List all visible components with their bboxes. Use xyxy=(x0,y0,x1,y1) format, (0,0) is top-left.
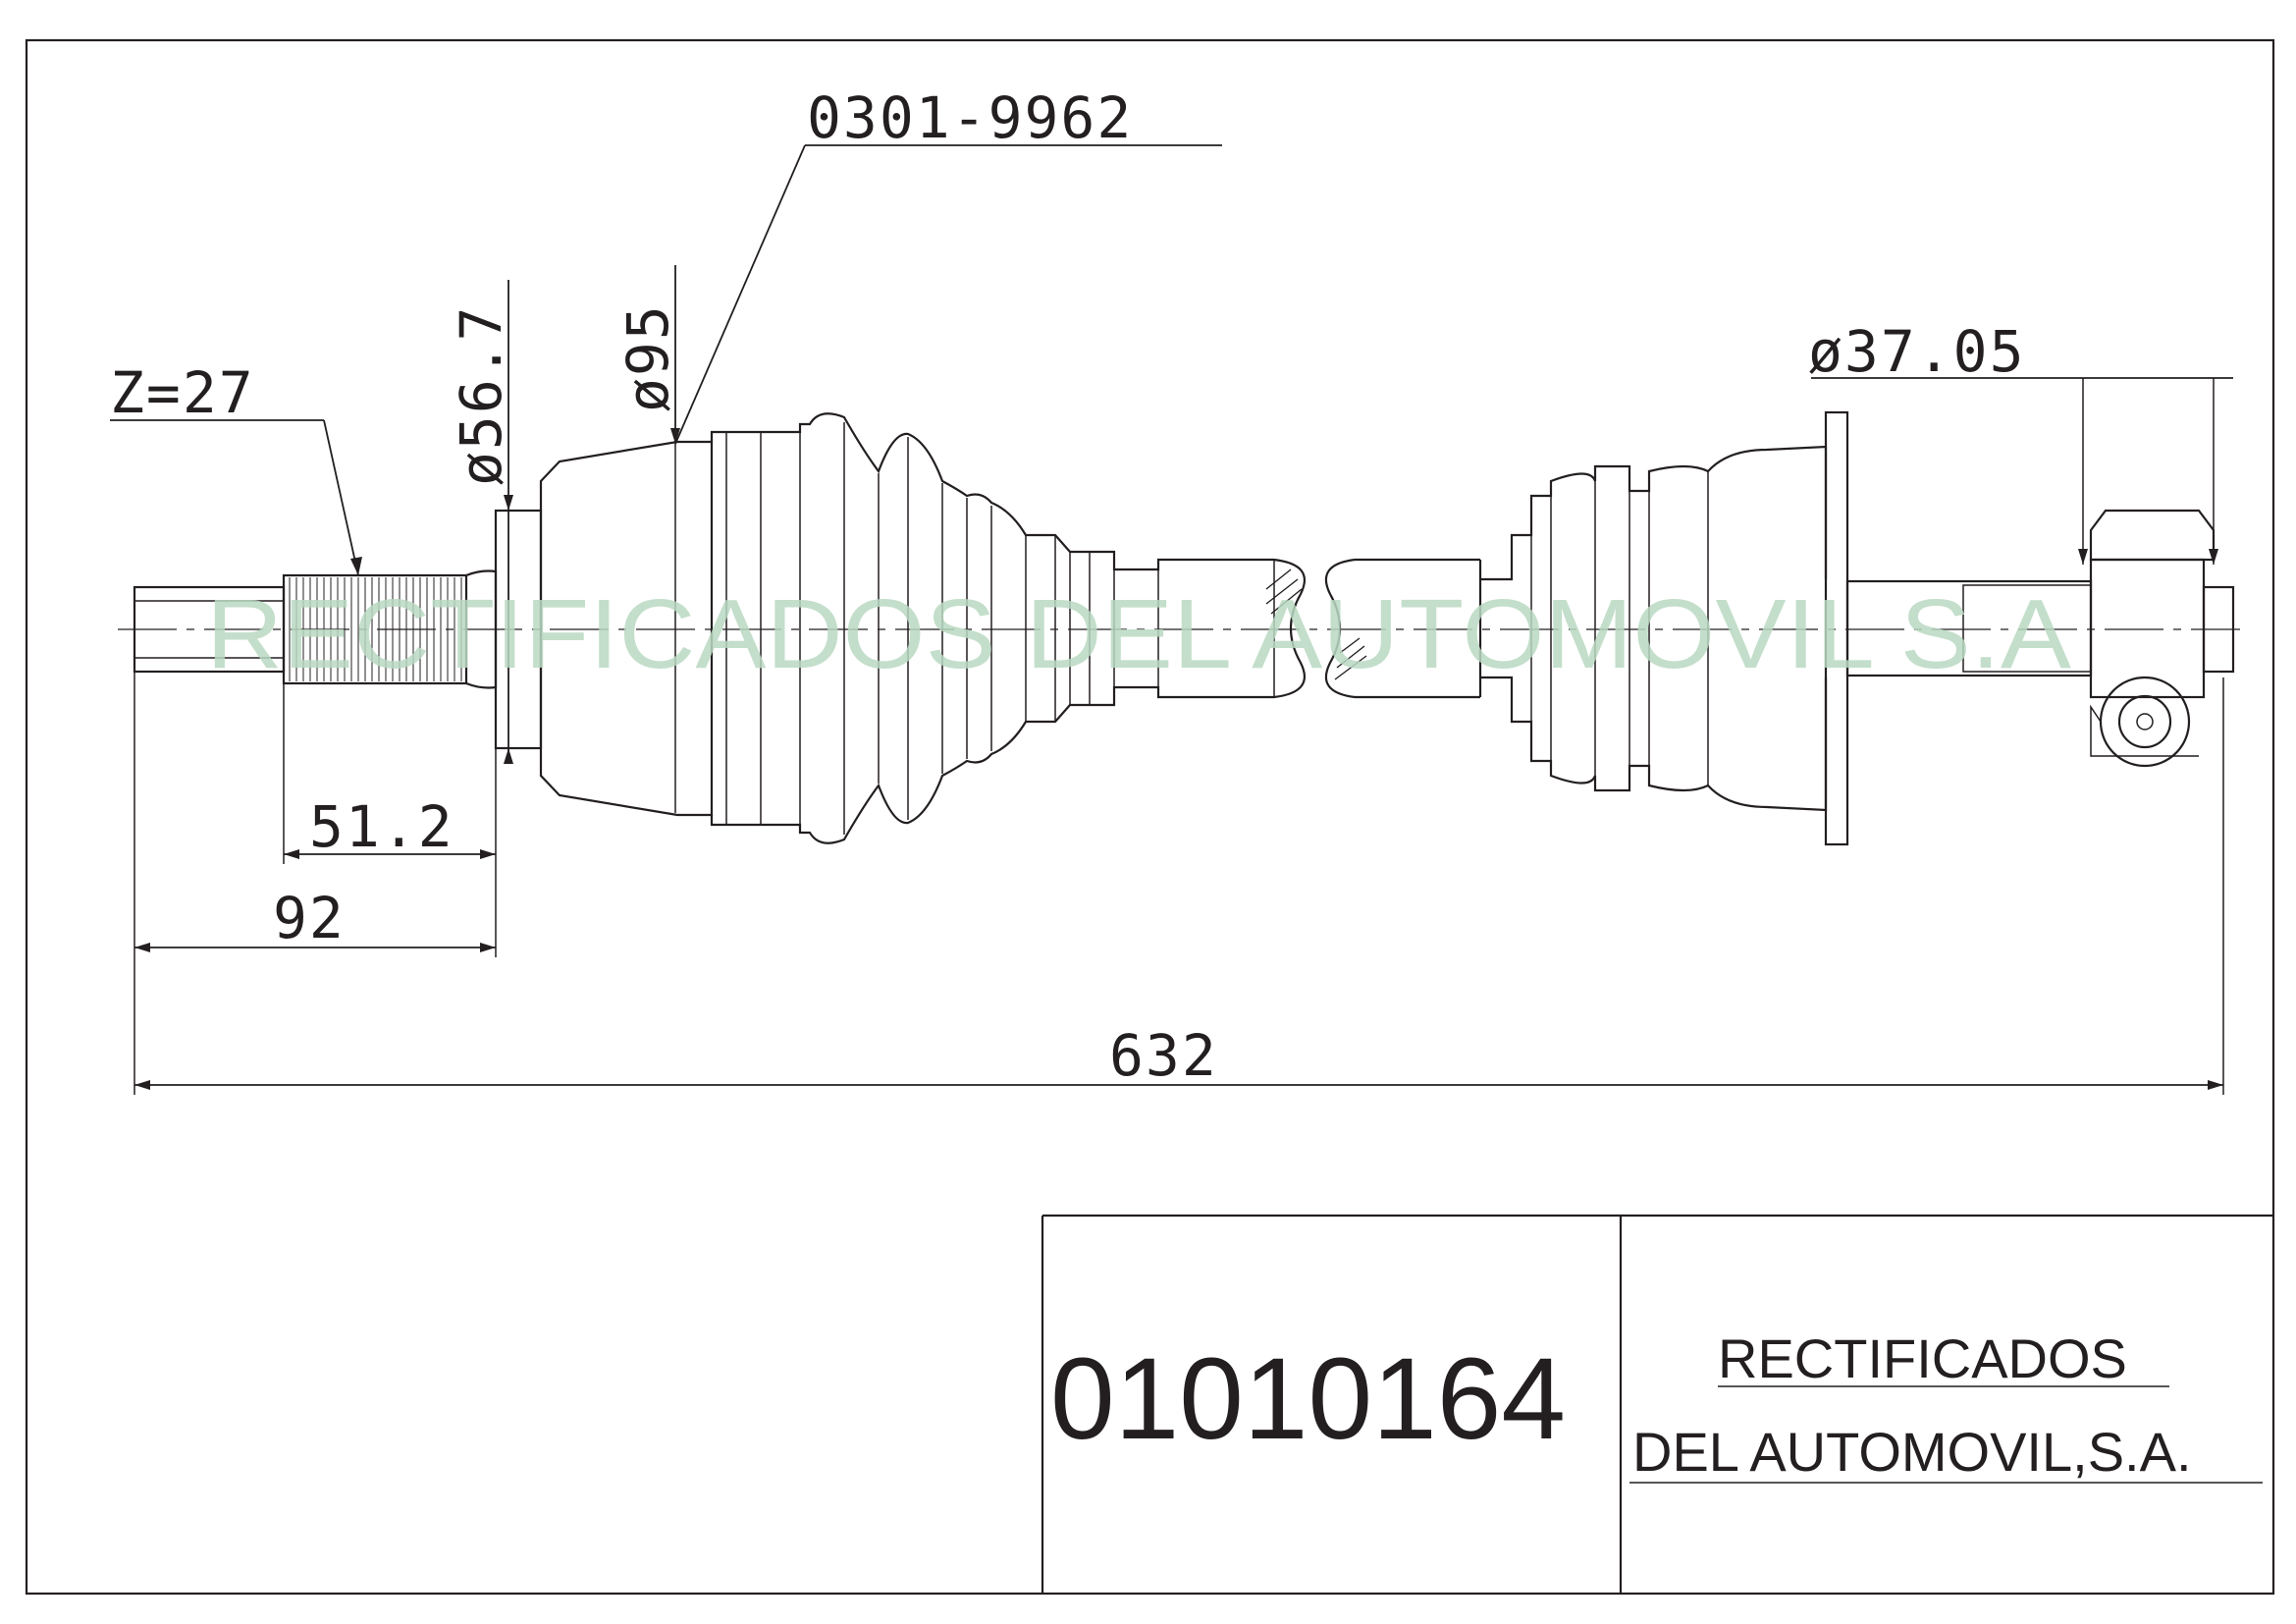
drawing-frame xyxy=(25,38,2275,1596)
inner-boot xyxy=(710,412,1274,844)
dim-total-length: 632 xyxy=(1109,1022,1218,1089)
dim-spline-length: 51.2 xyxy=(309,793,454,860)
company-name-line2: DEL AUTOMOVIL,S.A. xyxy=(1632,1421,2192,1483)
part-code: 01010164 xyxy=(1050,1334,1566,1464)
title-block: 01010164 RECTIFICADOS DEL AUTOMOVIL,S.A. xyxy=(1041,1214,2273,1594)
dim-outer-diameter: ø37.05 xyxy=(1808,318,2026,385)
company-name-line1: RECTIFICADOS xyxy=(1718,1327,2127,1389)
dim-inner-length: 92 xyxy=(273,885,346,951)
dimensions xyxy=(110,144,2233,1095)
spline-teeth-label: Z=27 xyxy=(110,359,255,426)
shaft-break xyxy=(1157,558,1482,699)
part-number-callout: 0301-9962 xyxy=(807,84,1133,151)
watermark-text: RECTIFICADOS DEL AUTOMOVIL S.A xyxy=(206,579,2071,689)
dim-inner-diameter: ø56.7 xyxy=(448,304,514,486)
inner-spline-end xyxy=(133,509,543,750)
outer-boot xyxy=(1480,410,1849,846)
dim-boot-diameter: ø95 xyxy=(614,303,681,412)
